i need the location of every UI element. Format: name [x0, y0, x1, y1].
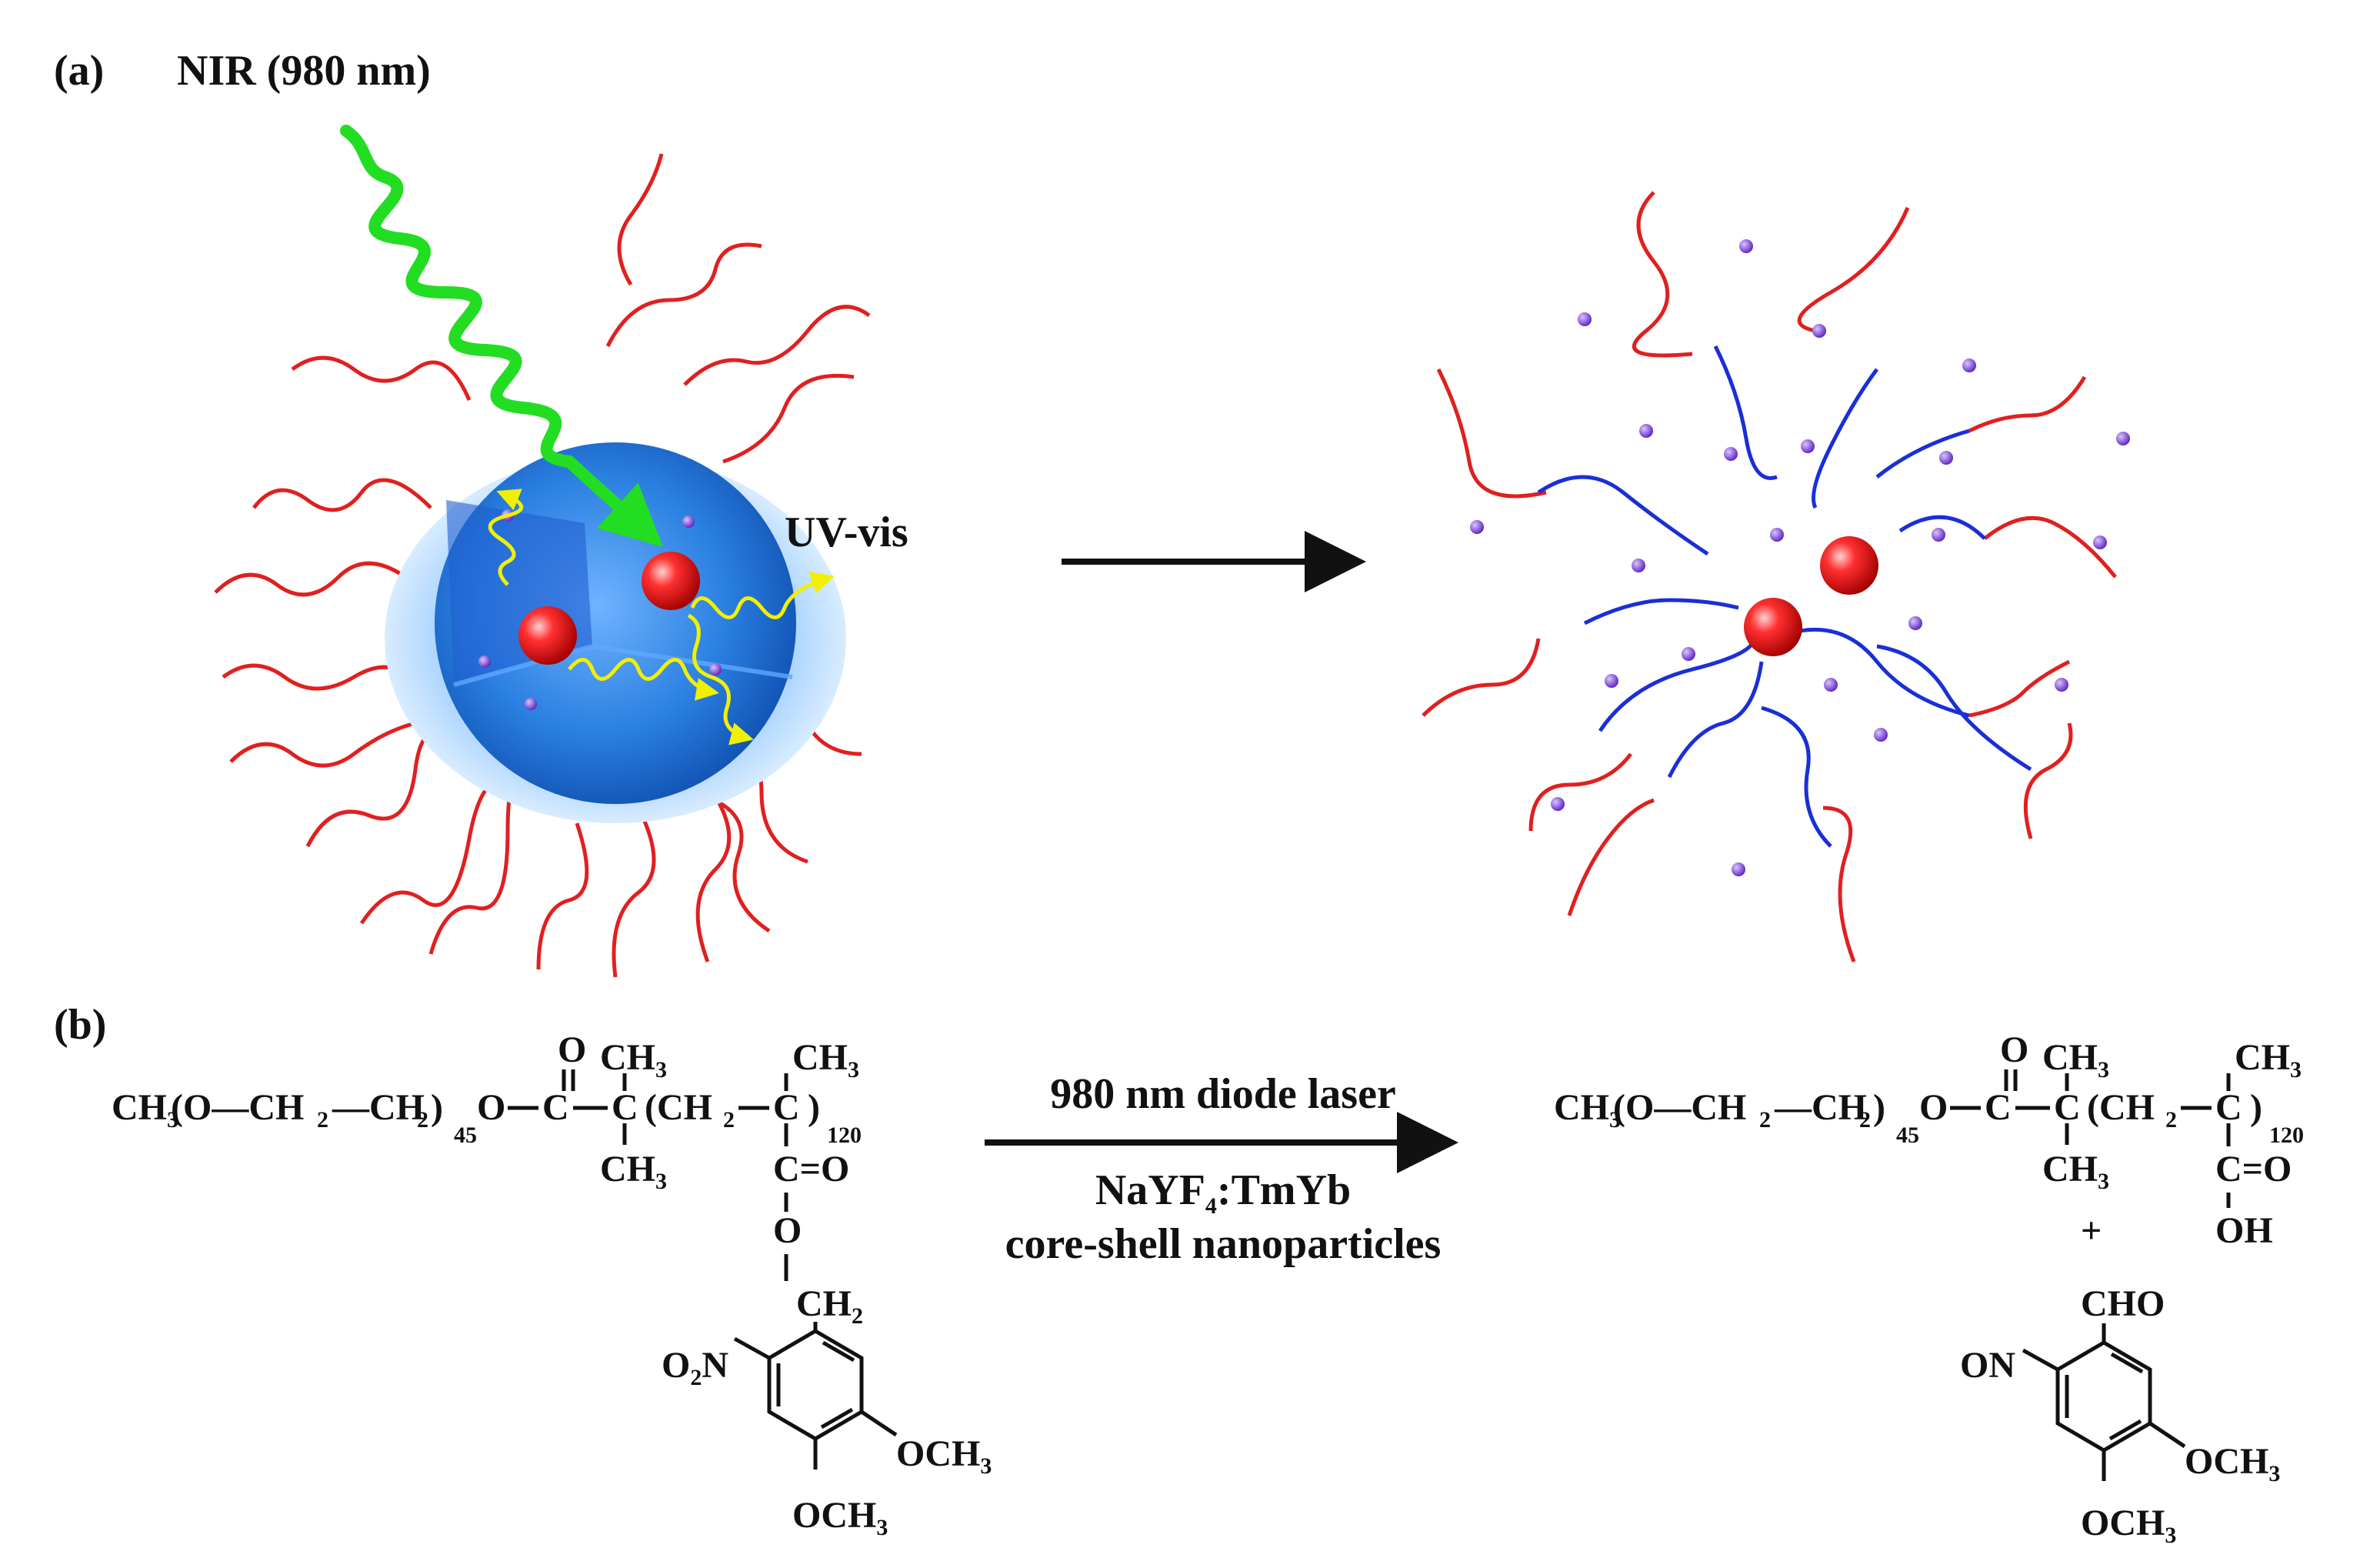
- svg-text:CH3: CH3: [792, 1037, 859, 1083]
- released-molecules: [1470, 239, 2130, 876]
- svg-text:CHO: CHO: [2081, 1283, 2165, 1324]
- byproduct-molecule: CHO ON OCH3 OCH3: [1960, 1283, 2280, 1548]
- reactant-polymer: CH3 (O—CH 2 —CH 2 ) 45 O C O C CH3 CH3 (…: [112, 1029, 992, 1540]
- svg-text:(O—CH: (O—CH: [171, 1087, 304, 1128]
- svg-text:O: O: [1919, 1087, 1948, 1128]
- svg-text:CH3: CH3: [2042, 1037, 2109, 1083]
- uv-vis-label: UV-vis: [785, 509, 908, 556]
- svg-text:OCH3: OCH3: [792, 1495, 888, 1540]
- reactant-peg-repeat: 45: [454, 1123, 477, 1148]
- svg-text:O: O: [2000, 1029, 2028, 1070]
- svg-text:C: C: [542, 1087, 569, 1128]
- emitter-core-1: [518, 606, 577, 665]
- svg-text:): ): [808, 1087, 820, 1128]
- svg-text:CH3: CH3: [600, 1149, 667, 1194]
- svg-text:O2N: O2N: [662, 1345, 728, 1390]
- svg-text:): ): [431, 1087, 443, 1128]
- released-core-2: [1744, 598, 1802, 656]
- product-pmma-repeat: 120: [2269, 1123, 2304, 1148]
- svg-text:CH3: CH3: [600, 1037, 667, 1083]
- reactant-pmma-repeat: 120: [827, 1123, 862, 1148]
- svg-text:CH3: CH3: [2042, 1149, 2109, 1194]
- svg-text:(O—CH: (O—CH: [1613, 1087, 1746, 1128]
- product-polymer: CH3 (O—CH 2 —CH 2 ) 45 O C O C CH3 CH3 (…: [1554, 1029, 2304, 1251]
- svg-text:C: C: [773, 1087, 800, 1128]
- svg-text:(CH: (CH: [645, 1087, 712, 1128]
- svg-text:—CH: —CH: [1774, 1087, 1867, 1128]
- svg-text:): ): [2250, 1087, 2262, 1128]
- svg-text:): ): [1873, 1087, 1885, 1128]
- catalyst-line2: core-shell nanoparticles: [1005, 1220, 1442, 1268]
- plus-sign: +: [2081, 1210, 2102, 1251]
- svg-text:2: 2: [2165, 1107, 2177, 1133]
- svg-text:O: O: [773, 1210, 802, 1251]
- svg-text:2: 2: [317, 1107, 328, 1133]
- released-core-1: [1820, 536, 1878, 595]
- svg-text:C: C: [2054, 1087, 2081, 1128]
- svg-text:CH3: CH3: [1554, 1087, 1621, 1133]
- svg-text:CH3: CH3: [2235, 1037, 2302, 1083]
- uv-vis-emission: [488, 489, 835, 746]
- svg-text:C=O: C=O: [2215, 1149, 2292, 1189]
- svg-text:OH: OH: [2215, 1210, 2273, 1251]
- dissociated-chains: [1422, 191, 2117, 962]
- svg-text:2: 2: [1759, 1107, 1771, 1133]
- emitter-core-2: [642, 552, 700, 610]
- svg-text:(CH: (CH: [2087, 1087, 2155, 1128]
- svg-text:CH3: CH3: [112, 1087, 178, 1133]
- svg-text:2: 2: [1859, 1107, 1871, 1133]
- nir-label: NIR (980 nm): [177, 47, 431, 95]
- catalyst-line1: NaYF4:TmYb: [1095, 1166, 1351, 1219]
- svg-text:CH2: CH2: [796, 1283, 863, 1329]
- svg-text:C: C: [2215, 1087, 2242, 1128]
- svg-text:OCH3: OCH3: [2185, 1441, 2280, 1486]
- svg-text:C: C: [612, 1087, 638, 1128]
- svg-text:C: C: [1985, 1087, 2012, 1128]
- svg-text:ON: ON: [1960, 1345, 2015, 1386]
- laser-condition: 980 nm diode laser: [1050, 1070, 1396, 1118]
- svg-text:O: O: [558, 1029, 586, 1070]
- svg-text:C=O: C=O: [773, 1149, 849, 1189]
- svg-text:2: 2: [417, 1107, 428, 1133]
- svg-text:2: 2: [723, 1107, 735, 1133]
- reaction-arrow-b: 980 nm diode laser NaYF4:TmYb core-shell…: [985, 1070, 1458, 1268]
- svg-text:—CH: —CH: [332, 1087, 425, 1128]
- panel-a-label: (a): [54, 47, 104, 95]
- nir-beam: [340, 125, 663, 547]
- svg-text:OCH3: OCH3: [896, 1433, 992, 1479]
- product-peg-repeat: 45: [1896, 1123, 1919, 1148]
- svg-text:O: O: [477, 1087, 505, 1128]
- svg-text:OCH3: OCH3: [2081, 1503, 2176, 1548]
- panel-b-label: (b): [54, 1001, 106, 1049]
